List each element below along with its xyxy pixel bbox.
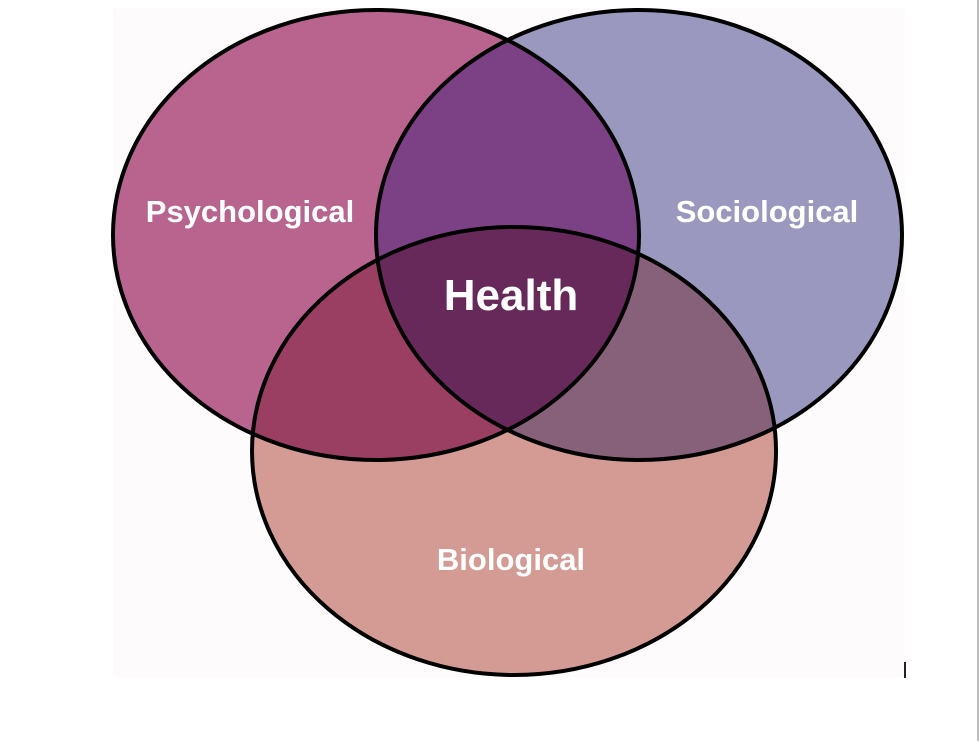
psychological-outline xyxy=(111,8,641,462)
biological-label: Biological xyxy=(437,542,585,577)
psychological-label: Psychological xyxy=(146,194,354,229)
sociological-label: Sociological xyxy=(676,194,859,229)
sociological-outline xyxy=(374,8,904,462)
biological-outline xyxy=(250,225,778,677)
right-edge-divider xyxy=(977,0,979,741)
text-cursor-caret xyxy=(904,662,906,678)
health-label: Health xyxy=(444,271,578,320)
